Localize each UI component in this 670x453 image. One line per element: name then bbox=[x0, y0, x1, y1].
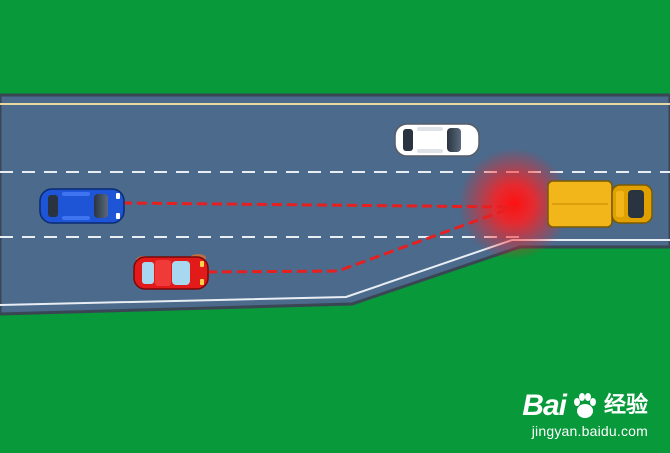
watermark-brand-latin: Bai bbox=[522, 389, 567, 422]
watermark-brand-cn: 经验 bbox=[603, 393, 648, 418]
blue-car bbox=[39, 188, 125, 224]
road-bottom-edge-line bbox=[0, 239, 670, 306]
watermark-url: jingyan.baidu.com bbox=[531, 423, 648, 439]
baidu-jingyan-watermark: Bai 经验 jingyan.baidu.com bbox=[522, 389, 648, 440]
red-car-sightline bbox=[206, 205, 515, 274]
baidu-paw-icon bbox=[573, 393, 596, 418]
hazard-glow bbox=[458, 148, 570, 260]
white-car bbox=[394, 123, 480, 157]
red-car bbox=[133, 254, 209, 290]
yellow-truck bbox=[547, 180, 653, 228]
blue-car-sightline bbox=[121, 201, 515, 209]
